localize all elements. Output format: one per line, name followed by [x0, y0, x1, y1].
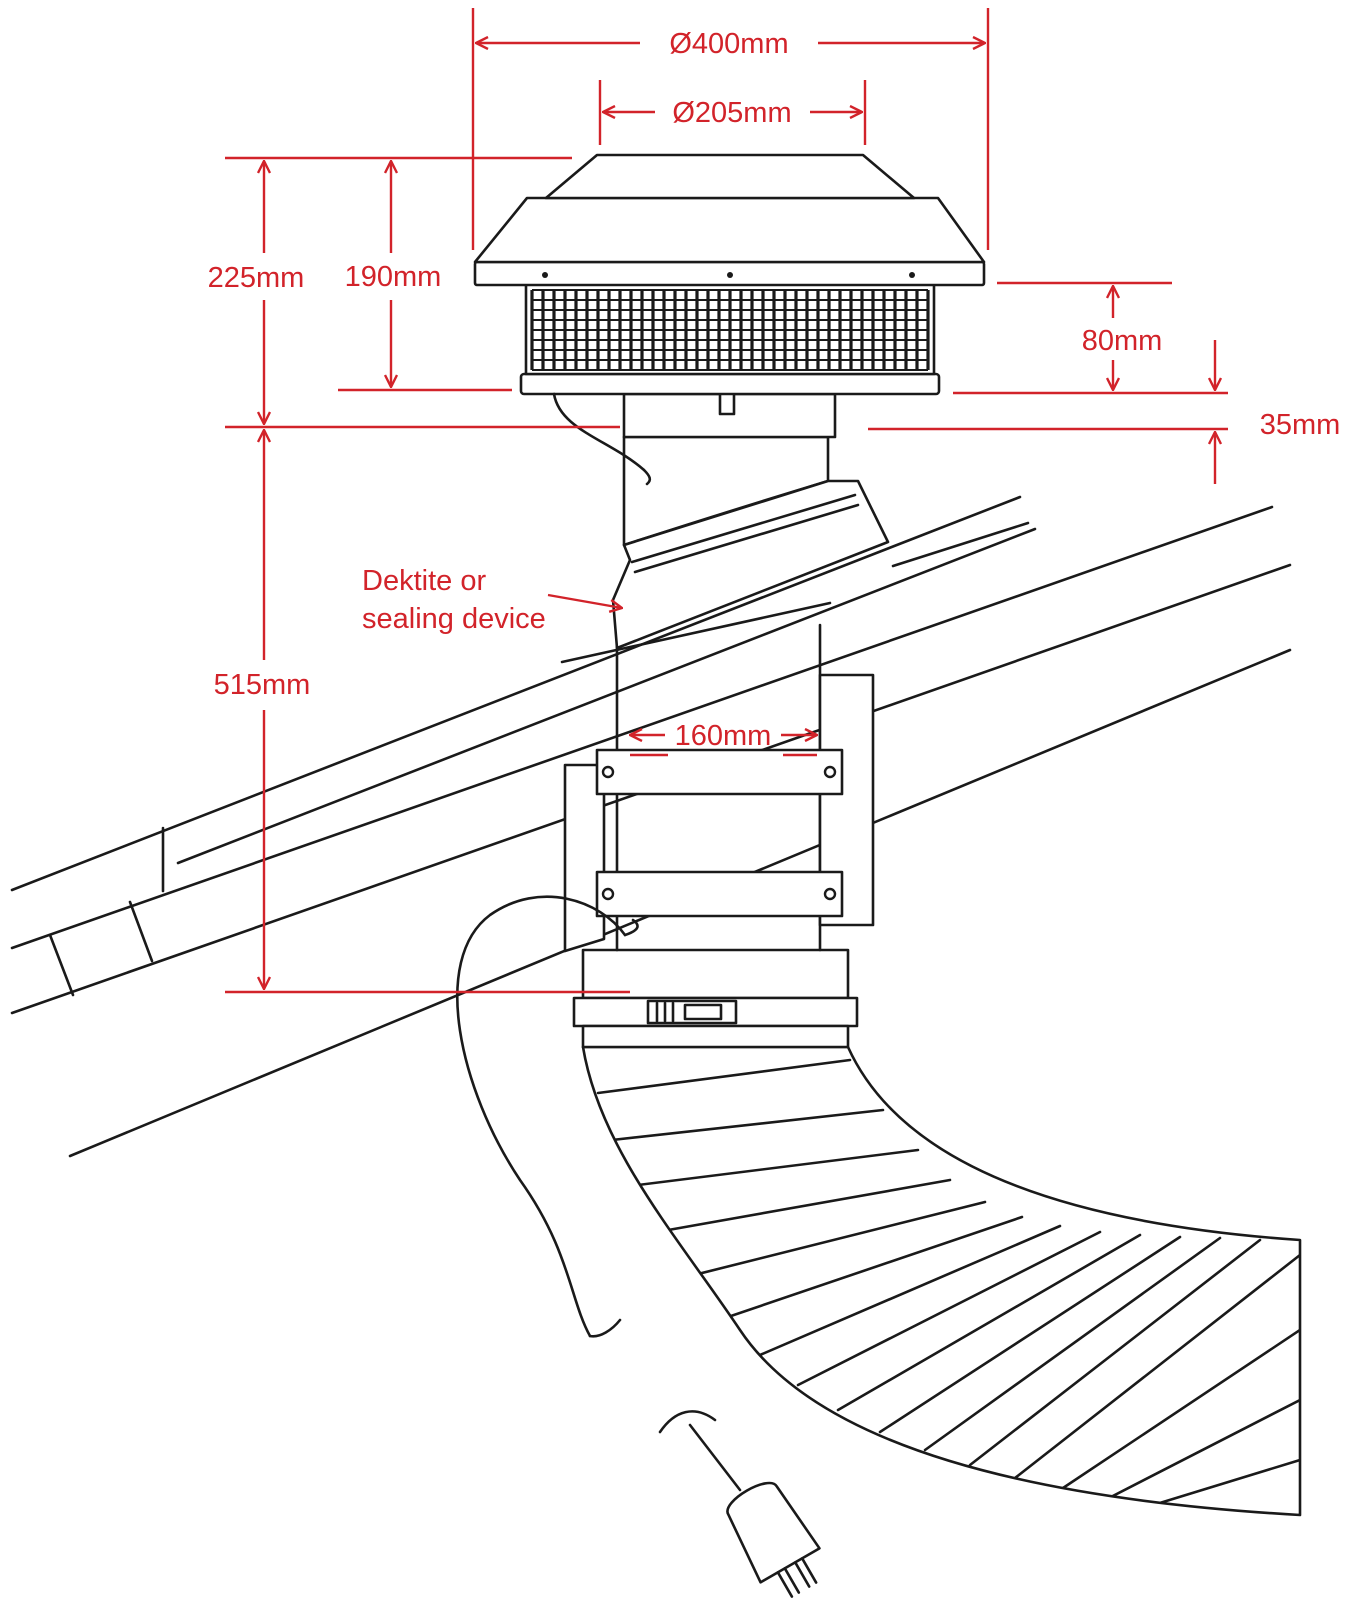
cowl-base-collar — [622, 390, 837, 439]
collar-height-label: 35mm — [1260, 409, 1341, 441]
bracket-screw — [601, 887, 615, 901]
overall-height-label: 225mm — [208, 262, 305, 294]
body-height-label: 190mm — [345, 261, 442, 293]
power-cable — [456, 392, 742, 1492]
bracket-screw — [823, 765, 837, 779]
cowl-grille — [530, 289, 930, 371]
dimension-lines — [225, 8, 1228, 994]
duct-length-label: 515mm — [214, 669, 311, 701]
duct-width-label: 160mm — [675, 720, 772, 752]
mounting-bracket — [563, 748, 844, 953]
dimension-labels: Ø400mm Ø205mm 225mm 190mm 80mm 35mm 515m… — [208, 28, 1341, 752]
outer-diameter-label: Ø400mm — [669, 28, 788, 60]
cowl-rivet — [727, 272, 733, 278]
hose-clamp-buckle — [646, 999, 738, 1025]
cowl-rivet — [909, 272, 915, 278]
bracket-screw — [823, 887, 837, 901]
sealing-device-label-line1: Dektite or — [362, 565, 486, 597]
cowl-rivet — [542, 272, 548, 278]
power-plug-icon — [726, 1481, 821, 1598]
inner-diameter-label: Ø205mm — [672, 97, 791, 129]
flexible-duct — [581, 1045, 1302, 1517]
bracket-screw — [601, 765, 615, 779]
roof-cowl — [473, 153, 986, 396]
grille-height-label: 80mm — [1082, 325, 1163, 357]
duct-adaptor-collar — [572, 948, 859, 1049]
sealing-device-label-line2: sealing device — [362, 603, 546, 635]
dektite-sealing-device — [611, 435, 890, 650]
